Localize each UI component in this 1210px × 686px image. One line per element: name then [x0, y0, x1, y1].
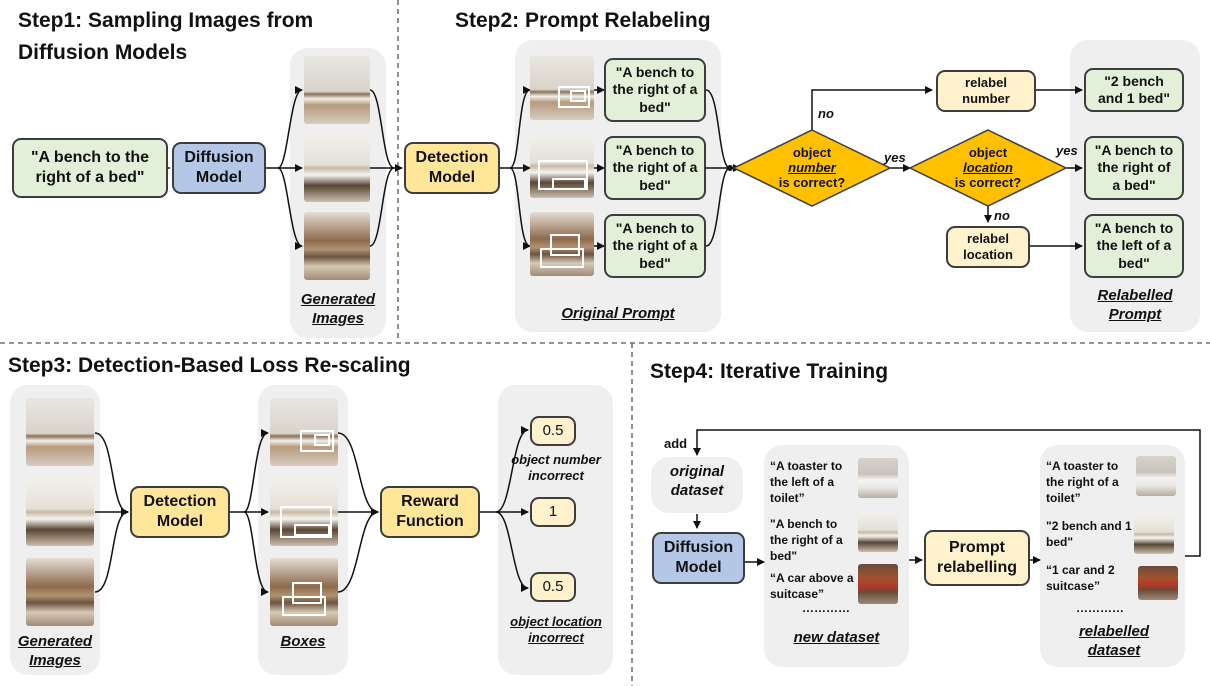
bounding-box — [300, 430, 334, 452]
yes-label-number: yes — [884, 150, 906, 165]
step3-title: Step3: Detection-Based Loss Re-scaling — [8, 354, 411, 377]
relabelled-dataset-caption: relabelled dataset — [1078, 623, 1150, 659]
bounding-box — [292, 582, 322, 604]
decision-location-line1: object — [968, 145, 1008, 160]
bounding-box — [280, 506, 332, 538]
no-label-number: no — [818, 106, 834, 121]
original-dataset-panel — [651, 457, 743, 513]
detected-image-1 — [530, 56, 594, 120]
car-suitcase-image-2 — [1138, 566, 1178, 600]
decision-number-line2: number — [788, 160, 836, 175]
step1-title-line2: Diffusion Models — [18, 41, 188, 64]
bounding-box — [550, 234, 580, 256]
bounding-box — [570, 90, 586, 102]
bench-image-2 — [1134, 514, 1174, 554]
merge-image1 — [369, 89, 395, 169]
location-incorrect-label: object location incorrect — [510, 614, 602, 645]
generated-image-3 — [304, 212, 370, 280]
relabelled-prompt-2: "A bench to the right of a bed" — [1084, 136, 1184, 200]
box-image-2 — [270, 478, 338, 546]
no-label-location: no — [994, 208, 1010, 223]
original-prompt-3: "A bench to the right of a bed" — [604, 214, 706, 278]
detected-image-3 — [530, 212, 594, 276]
relabelled-dataset-dots: ………… — [1076, 601, 1124, 615]
score-box-1: 0.5 — [530, 416, 576, 446]
bounding-box — [294, 524, 330, 536]
decision-number-line3: is correct? — [778, 175, 846, 190]
score-box-2: 1 — [530, 497, 576, 527]
car-suitcase-image-1 — [858, 564, 898, 604]
relabel-number-box: relabel number — [936, 70, 1036, 112]
relabelled-dataset-prompt-1: “A toaster to the right of a toilet” — [1046, 459, 1119, 505]
relabelled-dataset-prompt-2: "2 bench and 1 bed" — [1046, 519, 1132, 549]
decision-number-diamond — [732, 129, 892, 207]
step4-title: Step4: Iterative Training — [650, 360, 889, 383]
new-dataset-prompt-3: “A car above a suitcase” — [770, 571, 854, 601]
relabelled-prompt-1: "2 bench and 1 bed" — [1084, 68, 1184, 112]
add-label: add — [664, 436, 688, 451]
score-box-3: 0.5 — [530, 572, 576, 602]
step3-generated-images-caption: Generated Images — [17, 633, 93, 669]
decision-number-line1: object — [792, 145, 832, 160]
toilet-image-1 — [858, 458, 898, 498]
new-dataset-dots: ………… — [802, 601, 850, 615]
generated-images-caption: Generated Images — [300, 291, 376, 327]
relabelled-prompt-caption: Relabelled Prompt — [1097, 287, 1173, 323]
relabel-location-box: relabel location — [946, 226, 1030, 268]
bounding-box — [314, 434, 330, 446]
merge-image3 — [369, 167, 395, 247]
yes-label-location: yes — [1056, 143, 1078, 158]
diffusion-model-box: Diffusion Model — [172, 142, 266, 194]
toilet-image-2 — [1136, 456, 1176, 496]
detection-model-box: Detection Model — [404, 142, 500, 194]
boxes-caption: Boxes — [280, 633, 326, 650]
new-dataset-caption: new dataset — [793, 629, 880, 646]
relabelled-prompt-3: "A bench to the left of a bed" — [1084, 214, 1184, 278]
relabelled-dataset-prompt-3: “1 car and 2 suitcase” — [1046, 563, 1115, 593]
step3-detection-model-box: Detection Model — [130, 486, 230, 538]
reward-function-box: Reward Function — [380, 486, 480, 538]
bounding-box — [282, 596, 326, 616]
new-dataset-prompt-2: "A bench to the right of a bed" — [770, 517, 843, 563]
step3-image-1 — [26, 398, 94, 466]
bounding-box — [558, 86, 590, 108]
prompt-relabelling-box: Prompt relabelling — [924, 530, 1030, 586]
decision-location-line2: location — [963, 160, 1013, 175]
input-prompt-box: "A bench to the right of a bed" — [12, 138, 168, 198]
decision-location-line3: is correct? — [954, 175, 1022, 190]
decision-number-text: object number is correct? — [768, 145, 856, 190]
detected-image-2 — [530, 134, 594, 198]
step4-diffusion-model-box: Diffusion Model — [652, 532, 745, 584]
bounding-box — [552, 178, 586, 190]
generated-image-1 — [304, 56, 370, 124]
step2-title: Step2: Prompt Relabeling — [455, 9, 711, 32]
decision-location-text: object location is correct? — [944, 145, 1032, 190]
feedback-loop-arrow — [693, 429, 1201, 557]
step1-title-line1: Step1: Sampling Images from — [18, 9, 314, 32]
new-dataset-prompt-1: “A toaster to the left of a toilet” — [770, 459, 843, 505]
box-image-3 — [270, 558, 338, 626]
original-prompt-2: "A bench to the right of a bed" — [604, 136, 706, 200]
bench-image-1 — [858, 512, 898, 552]
decision-location-diamond — [908, 129, 1068, 207]
step3-image-2 — [26, 478, 94, 546]
arrow-to-image3 — [277, 167, 303, 250]
original-prompt-1: "A bench to the right of a bed" — [604, 58, 706, 122]
bounding-box — [540, 248, 584, 268]
number-incorrect-label: object number incorrect — [511, 452, 601, 483]
original-dataset-label: original dataset — [669, 463, 725, 499]
step3-image-3 — [26, 558, 94, 626]
arrow-to-image1 — [277, 86, 303, 169]
original-prompt-caption: Original Prompt — [561, 305, 675, 322]
generated-image-2 — [304, 134, 370, 202]
arrow-no-to-relabel-number — [811, 86, 933, 130]
box-image-1 — [270, 398, 338, 466]
